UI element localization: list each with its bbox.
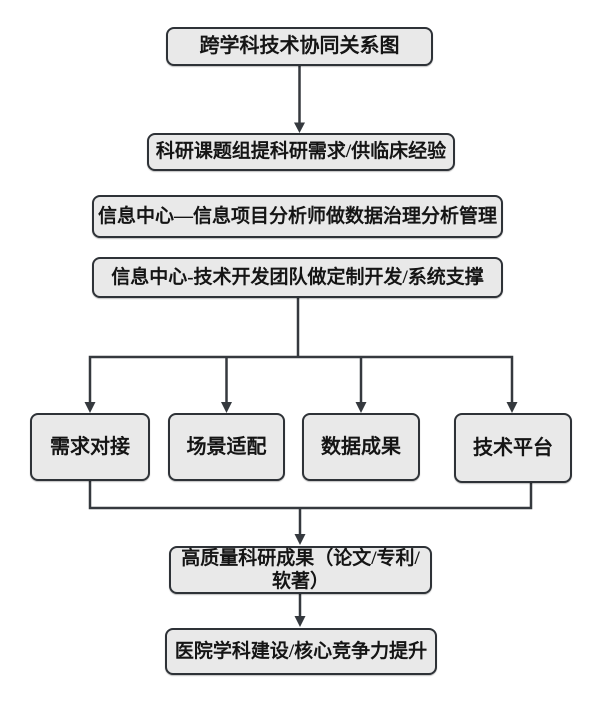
node-title-label: 跨学科技术协同关系图 (199, 35, 400, 58)
node-data-results: 数据成果 (302, 413, 420, 481)
connector-devteam-branch-split (84, 298, 518, 413)
node-dev-team: 信息中心-技术开发团队做定制开发/系统支撑 (92, 257, 503, 298)
node-outcome-label: 医院学科建设/核心竞争力提升 (174, 640, 428, 662)
node-outcome: 医院学科建设/核心竞争力提升 (165, 628, 437, 675)
node-tech-platform-label: 技术平台 (473, 436, 553, 459)
node-title: 跨学科技术协同关系图 (166, 27, 433, 66)
node-scenario-adaptation: 场景适配 (168, 413, 285, 481)
node-research-group-label: 科研课题组提科研需求/供临床经验 (155, 141, 447, 163)
node-scenario-adaptation-label: 场景适配 (186, 435, 267, 458)
node-achievements-label: 高质量科研成果（论文/专利/软著） (181, 547, 420, 592)
connector-achievements-to-outcome (294, 594, 306, 627)
node-data-results-label: 数据成果 (321, 435, 401, 458)
node-dev-team-label: 信息中心-技术开发团队做定制开发/系统支撑 (111, 266, 484, 288)
node-demand-matching: 需求对接 (30, 413, 150, 481)
node-tech-platform: 技术平台 (454, 413, 572, 483)
node-research-group: 科研课题组提科研需求/供临床经验 (147, 133, 455, 171)
connector-branch-merge (88, 481, 533, 545)
node-info-analyst: 信息中心—信息项目分析师做数据治理分析管理 (92, 195, 503, 238)
connector-title-to-research-group (294, 66, 305, 133)
node-info-analyst-label: 信息中心—信息项目分析师做数据治理分析管理 (98, 205, 498, 227)
node-achievements: 高质量科研成果（论文/专利/软著） (169, 546, 432, 594)
node-demand-matching-label: 需求对接 (50, 435, 130, 458)
